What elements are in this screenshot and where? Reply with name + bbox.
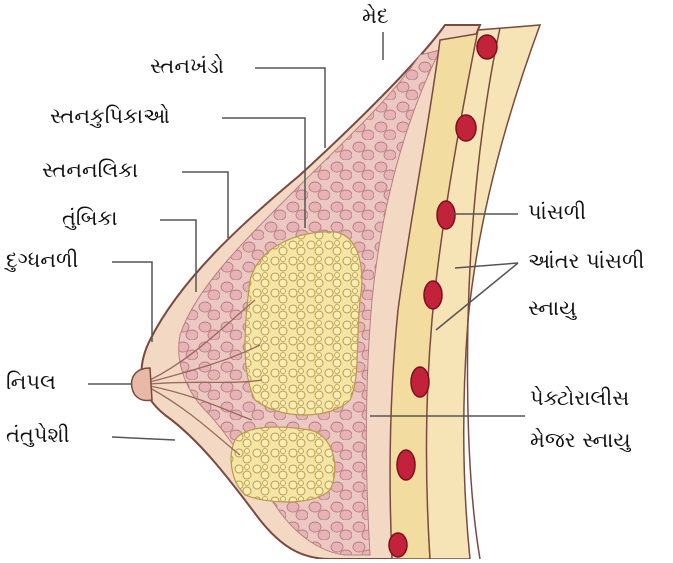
rib-1	[477, 35, 497, 59]
rib-4	[424, 281, 442, 309]
label-ampulla: તુંબિકા	[62, 208, 118, 229]
rib-2	[456, 115, 476, 141]
label-lobe: સ્તનખંડો	[150, 56, 224, 77]
label-pectoralis-line1: પેક્ટોરાલીસ	[530, 388, 629, 409]
label-intercostal-line2: સ્નાયુ	[528, 298, 576, 319]
leader-milk-duct	[112, 262, 152, 342]
label-intercostal-line1: આંતર પાંસળી	[528, 251, 644, 272]
leader-lobe	[255, 68, 325, 148]
label-lobules: સ્તનકુપિકાઓ	[50, 106, 170, 127]
rib-5	[411, 367, 429, 397]
label-pectoralis-line2: મેજર સ્નાયુ	[530, 430, 631, 451]
rib-7	[389, 533, 407, 557]
label-nipple: નિપલ	[6, 372, 56, 393]
leader-connective	[112, 437, 175, 440]
label-fat: મેદ	[362, 6, 389, 27]
label-milk-duct: દુગ્ધનળી	[6, 250, 78, 271]
gland-lower	[231, 427, 335, 502]
label-rib: પાંસળી	[528, 202, 586, 223]
label-connective: તંતુપેશી	[6, 425, 70, 446]
rib-6	[397, 450, 415, 480]
rib-3	[437, 201, 455, 229]
label-duct: સ્તનનલિકા	[42, 160, 138, 181]
gland-upper	[245, 232, 362, 415]
leader-duct	[182, 172, 228, 238]
nipple	[132, 368, 152, 401]
